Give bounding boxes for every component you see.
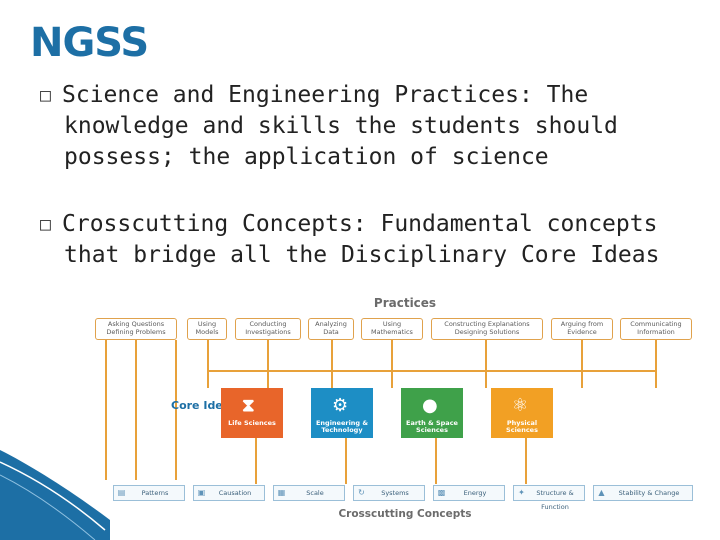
crosscutting-title: Crosscutting Concepts [338, 508, 472, 520]
connector-line [331, 340, 333, 388]
connector-line [135, 340, 137, 480]
crosscutting-pill: ✦Structure & Function [513, 485, 585, 511]
globe-icon: ● [422, 395, 438, 416]
connector-line [655, 340, 657, 388]
core-ideas-label: Core Ideas [171, 399, 237, 412]
core-idea-earth-space: ● Earth & Space Sciences [401, 388, 463, 438]
connector-line [175, 340, 177, 480]
bullet-box-icon: □ [40, 85, 51, 106]
stability-change-icon: ▲ [598, 488, 605, 497]
scale-icon: ▦ [277, 488, 286, 497]
slide-title: NGSS [30, 20, 149, 66]
crosscutting-pill: ▣Causation [193, 485, 265, 501]
core-idea-life-sciences: ⧗ Life Sciences [221, 388, 283, 438]
practice-pill: Communicating Information [620, 318, 692, 340]
corner-swoosh-decoration [0, 450, 110, 540]
bullet-text: Science and Engineering Practices: The k… [62, 82, 618, 170]
connector-line [485, 340, 487, 388]
core-idea-label: Physical Sciences [506, 419, 538, 434]
systems-icon: ↻ [358, 488, 365, 497]
connector-line [207, 370, 657, 372]
energy-icon: ▩ [437, 488, 446, 497]
core-idea-physical-sciences: ⚛ Physical Sciences [491, 388, 553, 438]
dna-icon: ⧗ [242, 395, 255, 416]
patterns-icon: ▤ [117, 488, 126, 497]
crosscutting-pill: ↻Systems [353, 485, 425, 501]
crosscutting-pill: ▲Stability & Change [593, 485, 693, 501]
bullet-crosscutting: □ Crosscutting Concepts: Fundamental con… [40, 209, 680, 271]
practice-pill: Arguing from Evidence [551, 318, 613, 340]
crosscutting-pill: ▤Patterns [113, 485, 185, 501]
connector-line [525, 438, 527, 484]
practice-pill: Conducting Investigations [235, 318, 301, 340]
practices-title: Practices [373, 296, 437, 310]
practice-pill: Analyzing Data [308, 318, 354, 340]
connector-line [105, 340, 107, 480]
connector-line [581, 340, 583, 388]
core-idea-label: Life Sciences [228, 419, 276, 427]
bullet-text: Crosscutting Concepts: Fundamental conce… [62, 211, 660, 268]
bullet-practices: □ Science and Engineering Practices: The… [40, 80, 680, 173]
practice-pill: Asking Questions Defining Problems [95, 318, 177, 340]
practice-pill: Using Mathematics [361, 318, 423, 340]
molecule-icon: ⚛ [512, 395, 529, 416]
ngss-infographic: Practices Asking Questions Defining Prob… [95, 296, 715, 524]
crosscutting-pill: ▩Energy [433, 485, 505, 501]
connector-line [267, 340, 269, 388]
bullet-box-icon: □ [40, 214, 51, 235]
core-idea-label: Engineering & Technology [315, 419, 369, 434]
connector-line [391, 340, 393, 388]
connector-line [345, 438, 347, 484]
causation-icon: ▣ [197, 488, 206, 497]
connector-line [435, 438, 437, 484]
practice-pill: Constructing Explanations Designing Solu… [431, 318, 543, 340]
crosscutting-pill: ▦Scale [273, 485, 345, 501]
practice-pill: Using Models [187, 318, 227, 340]
core-idea-engineering: ⚙ Engineering & Technology [311, 388, 373, 438]
connector-line [255, 438, 257, 484]
core-idea-label: Earth & Space Sciences [406, 419, 458, 434]
structure-function-icon: ✦ [518, 488, 525, 497]
connector-line [207, 340, 209, 388]
gears-icon: ⚙ [332, 395, 349, 416]
